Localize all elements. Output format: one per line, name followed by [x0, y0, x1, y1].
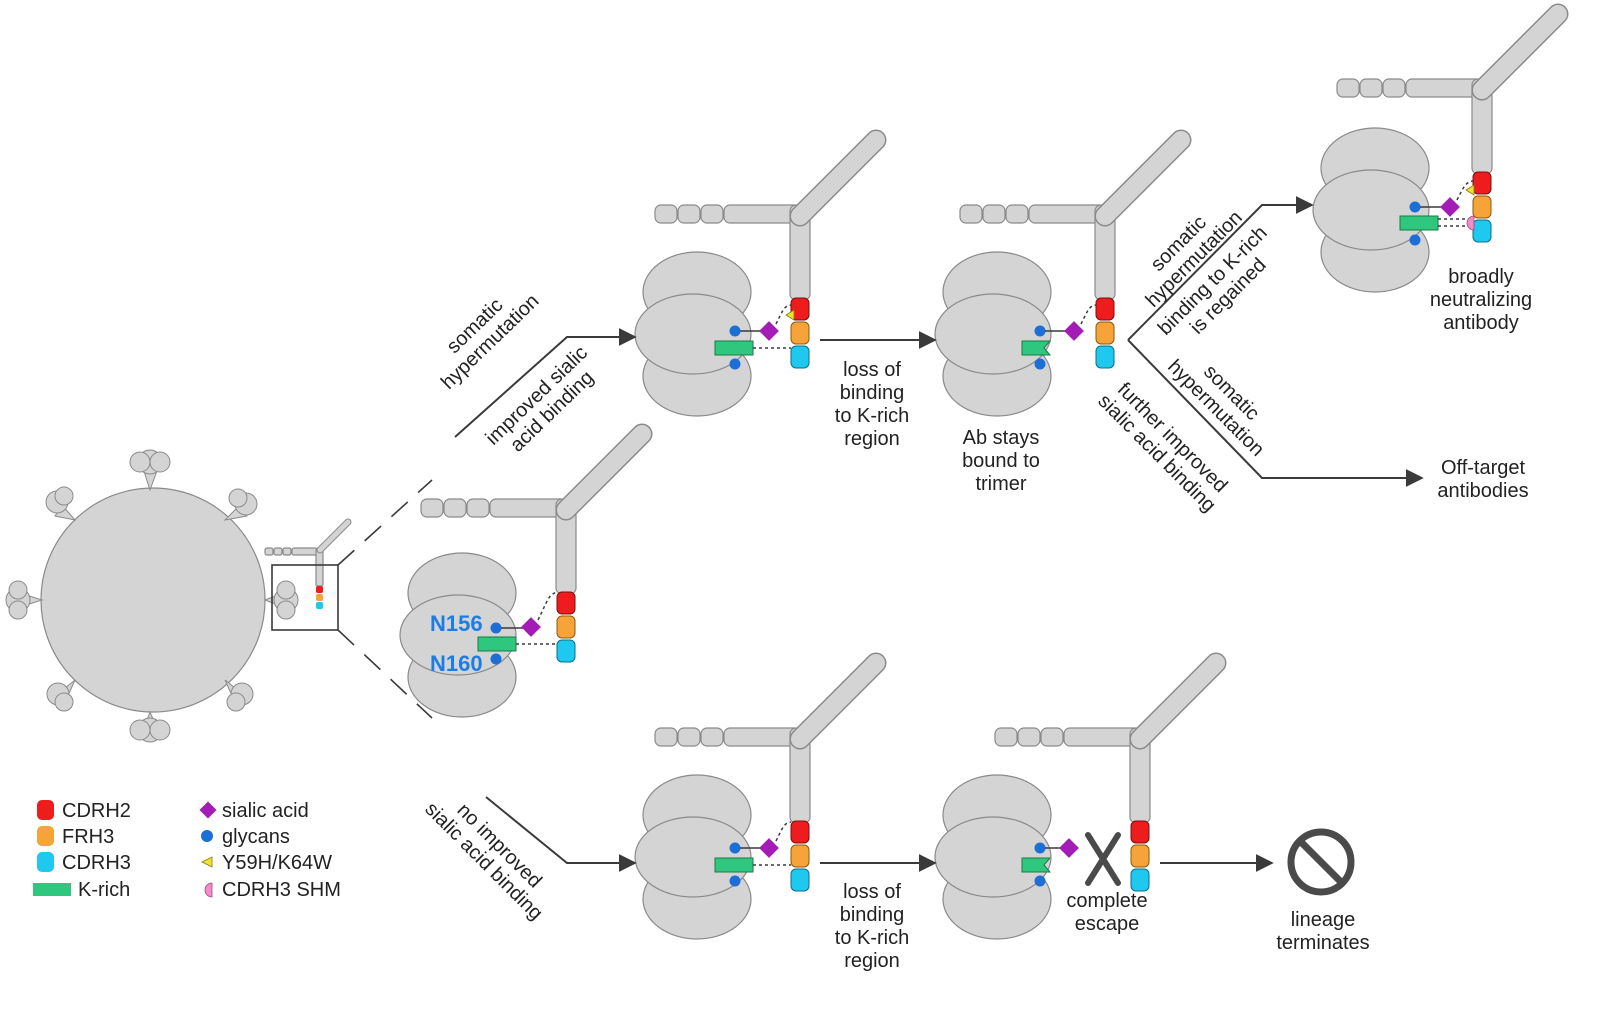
svg-text:broadly: broadly [1448, 266, 1514, 288]
svg-text:region: region [844, 428, 900, 450]
svg-text:to K-rich: to K-rich [835, 405, 909, 427]
svg-text:binding: binding [840, 904, 905, 926]
svg-text:lineage: lineage [1291, 909, 1356, 931]
legend-sialic: sialic acid [199, 800, 309, 822]
virus-particle [5, 449, 433, 743]
svg-text:complete: complete [1066, 890, 1147, 912]
n156-label: N156 [430, 611, 483, 636]
escape-x-icon [1085, 832, 1121, 886]
legend-y59h: Y59H/K64W [201, 852, 332, 874]
svg-text:glycans: glycans [222, 826, 290, 848]
prohibited-icon [1287, 828, 1355, 896]
svg-text:Y59H/K64W: Y59H/K64W [222, 852, 332, 874]
svg-text:antibody: antibody [1443, 312, 1519, 334]
bnab-label: broadly neutralizing antibody [1430, 266, 1532, 334]
ab-stays-label: Ab stays bound to trimer [962, 427, 1040, 495]
svg-text:sialic acid: sialic acid [222, 800, 309, 822]
legend-frh3: FRH3 [37, 826, 114, 848]
svg-text:region: region [844, 950, 900, 972]
svg-text:bound to: bound to [962, 450, 1040, 472]
svg-text:neutralizing: neutralizing [1430, 289, 1532, 311]
svg-text:to K-rich: to K-rich [835, 927, 909, 949]
offtarget-label: Off-target antibodies [1437, 457, 1528, 502]
svg-text:loss of: loss of [843, 881, 901, 903]
loss-binding-bottom: loss of binding to K-rich region [835, 881, 909, 972]
loss-binding-top: loss of binding to K-rich region [835, 359, 909, 450]
svg-text:antibodies: antibodies [1437, 480, 1528, 502]
svg-text:CDRH3 SHM: CDRH3 SHM [222, 879, 341, 901]
svg-text:loss of: loss of [843, 359, 901, 381]
legend-krich: K-rich [33, 879, 130, 901]
legend-cdrh2: CDRH2 [37, 800, 131, 822]
svg-text:trimer: trimer [975, 473, 1026, 495]
svg-text:CDRH2: CDRH2 [62, 800, 131, 822]
legend-cdrh3: CDRH3 [37, 852, 131, 874]
svg-text:escape: escape [1075, 913, 1140, 935]
svg-text:CDRH3: CDRH3 [62, 852, 131, 874]
svg-text:terminates: terminates [1276, 932, 1369, 954]
svg-text:K-rich: K-rich [78, 879, 130, 901]
svg-text:Ab stays: Ab stays [963, 427, 1040, 449]
lineage-label: lineage terminates [1276, 909, 1369, 954]
legend-glycans: glycans [201, 826, 290, 848]
bottom-row: no improved sialic acid binding loss of … [420, 663, 1370, 972]
zoomed-complex: N156 N160 [399, 434, 642, 718]
top-row: somatic hypermutation improved sialic ac… [437, 14, 1558, 517]
svg-text:Off-target: Off-target [1441, 457, 1526, 479]
svg-text:FRH3: FRH3 [62, 826, 114, 848]
n160-label: N160 [430, 651, 483, 676]
legend: CDRH2 FRH3 CDRH3 K-rich sialic acid glyc… [33, 800, 341, 901]
escape-label: complete escape [1066, 890, 1147, 935]
legend-cdrh3shm: CDRH3 SHM [204, 879, 341, 901]
svg-text:binding: binding [840, 382, 905, 404]
